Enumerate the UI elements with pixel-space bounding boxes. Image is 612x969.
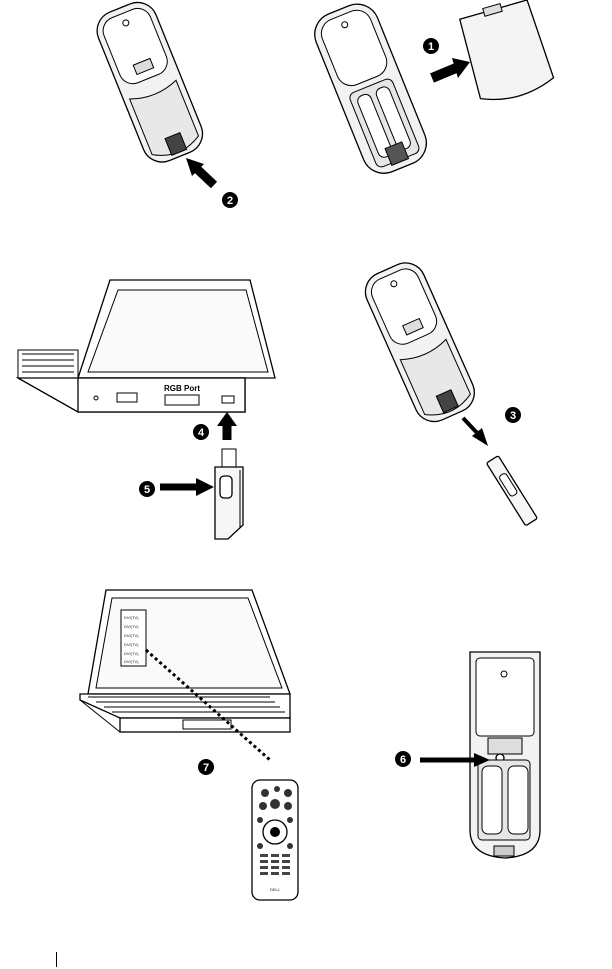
svg-text:DVI(TV): DVI(TV) [124,633,139,638]
svg-text:DVI(TV): DVI(TV) [124,624,139,629]
svg-text:DVI(TV): DVI(TV) [124,659,139,664]
remote-back-receiver-removal [359,257,481,428]
step-3-badge: 3 [505,407,521,423]
svg-text:6: 6 [400,754,406,766]
svg-text:7: 7 [203,762,209,774]
push-arrow-step-2 [186,158,214,185]
remote-back-closed-top-left [91,0,208,168]
svg-text:3: 3 [510,410,516,422]
svg-text:1: 1 [428,41,434,53]
laptop-open-front [80,590,290,732]
remote-brand-logo: DELL [270,887,281,892]
rgb-port-label: RGB Port [164,384,200,393]
push-arrow-step-4 [217,412,237,440]
step-2-badge: 2 [222,192,238,208]
svg-text:DVI(TV): DVI(TV) [124,615,139,620]
push-arrow-step-5 [160,478,214,496]
svg-text:5: 5 [144,484,150,496]
pull-arrow-step-3 [463,418,488,446]
svg-text:DVI(TV): DVI(TV) [124,642,139,647]
usb-receiver-vertical [215,449,243,539]
battery-cover [457,0,556,106]
svg-text:4: 4 [198,427,205,439]
usb-receiver-removed [486,456,537,526]
step-5-badge: 5 [139,481,155,497]
page-margin-rule [56,952,57,967]
remote-back-receiver-slot [470,652,540,858]
push-arrow-step-1 [432,58,470,78]
svg-text:DVI(TV): DVI(TV) [124,651,139,656]
remote-control-front: DELL [252,780,298,900]
step-4-badge: 4 [193,424,209,440]
step-1-badge: 1 [423,38,439,54]
remote-back-open-top-right [308,0,433,180]
svg-text:2: 2 [227,195,233,207]
laptop-side-view: RGB Port [18,280,275,412]
step-6-badge: 6 [395,751,411,767]
step-7-badge: 7 [198,759,214,775]
